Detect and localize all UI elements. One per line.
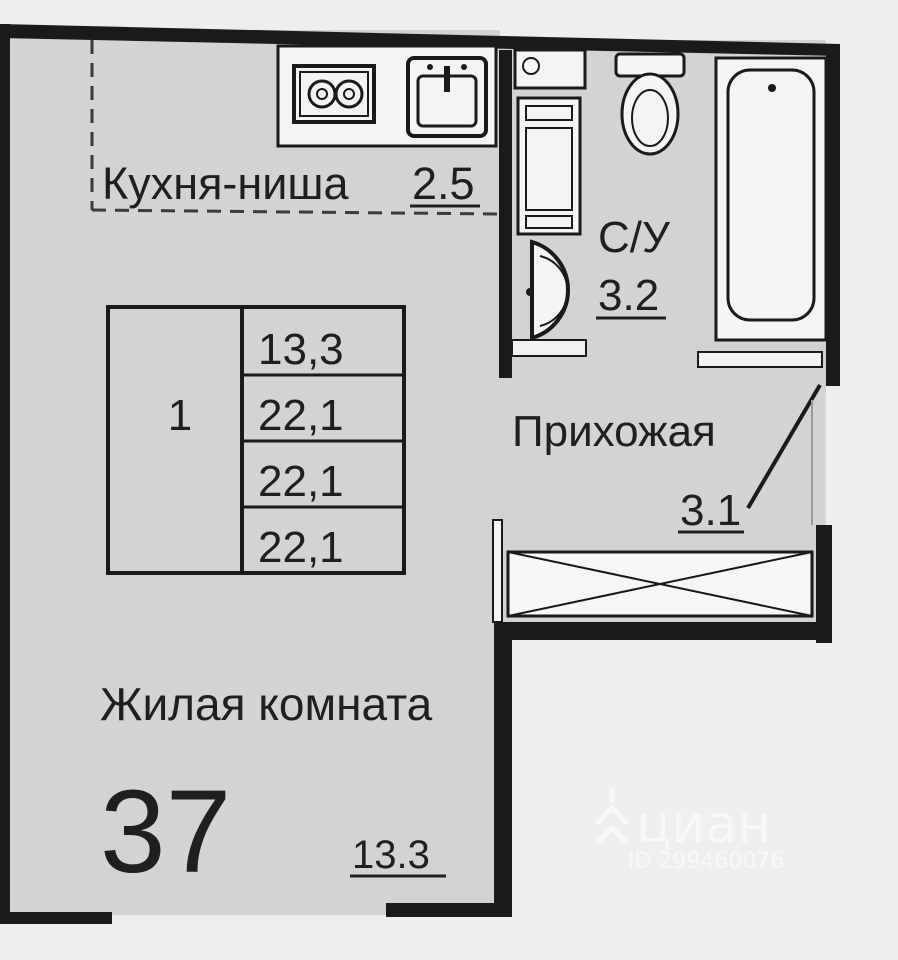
spec-value-1: 13,3	[258, 325, 344, 374]
total-area: 37	[100, 766, 231, 898]
spec-value-2: 22,1	[258, 391, 344, 440]
watermark-id: ID 299460076	[628, 849, 784, 874]
cian-logo-icon	[595, 787, 629, 845]
inner-walls	[492, 50, 823, 623]
kitchen-label: Кухня-ниша	[102, 158, 350, 209]
bathroom-label: С/У	[598, 213, 671, 262]
wardrobe-icon	[506, 550, 814, 618]
washbasin-icon	[526, 239, 570, 341]
hallway-area: 3.1	[680, 486, 741, 535]
stove-icon	[292, 64, 376, 124]
sink-icon	[406, 56, 488, 138]
bathtub-icon	[714, 56, 828, 342]
outer-walls	[0, 24, 840, 924]
living-room-area: 13.3	[352, 833, 430, 877]
water-heater-icon	[513, 48, 587, 90]
spec-table: 1 13,3 22,1 22,1 22,1	[106, 305, 406, 575]
spec-room-count: 1	[168, 391, 192, 440]
spec-value-3: 22,1	[258, 457, 344, 506]
toilet-icon	[614, 52, 686, 156]
bathroom-area: 3.2	[598, 271, 659, 320]
watermark-brand: циан	[636, 795, 771, 855]
spec-value-4: 22,1	[258, 523, 344, 572]
living-room-label: Жилая комната	[100, 678, 433, 730]
kitchen-niche-outline	[90, 40, 499, 216]
hallway-label: Прихожая	[512, 407, 716, 456]
washing-machine-icon	[516, 96, 582, 236]
entrance-door-icon	[746, 383, 822, 525]
kitchen-area: 2.5	[412, 158, 475, 209]
cian-watermark: циан ID 299460076	[595, 787, 784, 874]
